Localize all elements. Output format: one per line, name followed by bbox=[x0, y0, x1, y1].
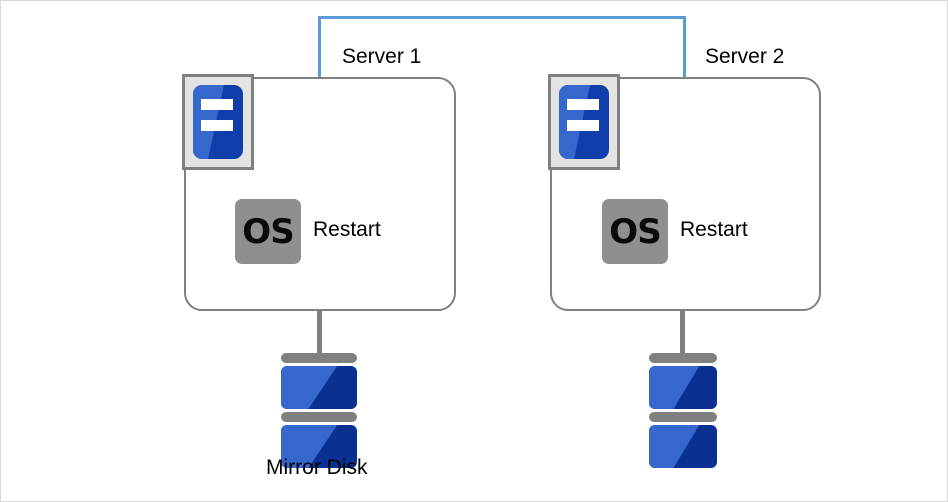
server-2-label: Server 2 bbox=[705, 45, 785, 68]
disk-bar-top bbox=[649, 353, 717, 363]
disk-platter-top bbox=[281, 366, 357, 409]
server-chassis-icon bbox=[548, 74, 620, 170]
server-2-status-text: Restart bbox=[680, 218, 748, 241]
server-chassis-slot-bottom bbox=[201, 120, 233, 131]
server-chassis-front-panel bbox=[559, 85, 609, 159]
disk-bar-top bbox=[281, 353, 357, 363]
disk-platter-bottom bbox=[281, 425, 357, 468]
server-1-status-text: Restart bbox=[313, 218, 381, 241]
server-2-disk-connector bbox=[680, 311, 685, 358]
heartbeat-link-horizontal bbox=[318, 16, 686, 19]
server-1-disk-connector bbox=[317, 311, 322, 358]
os-badge-icon bbox=[235, 199, 301, 264]
os-badge-icon bbox=[602, 199, 668, 264]
disk-platter-bottom bbox=[649, 425, 717, 468]
disk-bar-middle bbox=[649, 412, 717, 422]
server-chassis-front-panel bbox=[193, 85, 243, 159]
heartbeat-link-right-leg bbox=[683, 16, 686, 78]
heartbeat-link-left-leg bbox=[318, 16, 321, 78]
os-badge-label: OS bbox=[242, 211, 294, 252]
server-1-disk-stack-icon bbox=[281, 353, 357, 471]
mirror-disk-label: Mirror Disk bbox=[266, 456, 368, 479]
server-2-disk-stack-icon bbox=[649, 353, 717, 471]
server-chassis-slot-bottom bbox=[567, 120, 599, 131]
server-chassis-slot-top bbox=[201, 99, 233, 110]
disk-platter-top bbox=[649, 366, 717, 409]
server-chassis-icon bbox=[182, 74, 254, 170]
disk-bar-middle bbox=[281, 412, 357, 422]
server-1-label: Server 1 bbox=[342, 45, 422, 68]
server-chassis-slot-top bbox=[567, 99, 599, 110]
os-badge-label: OS bbox=[609, 211, 661, 252]
